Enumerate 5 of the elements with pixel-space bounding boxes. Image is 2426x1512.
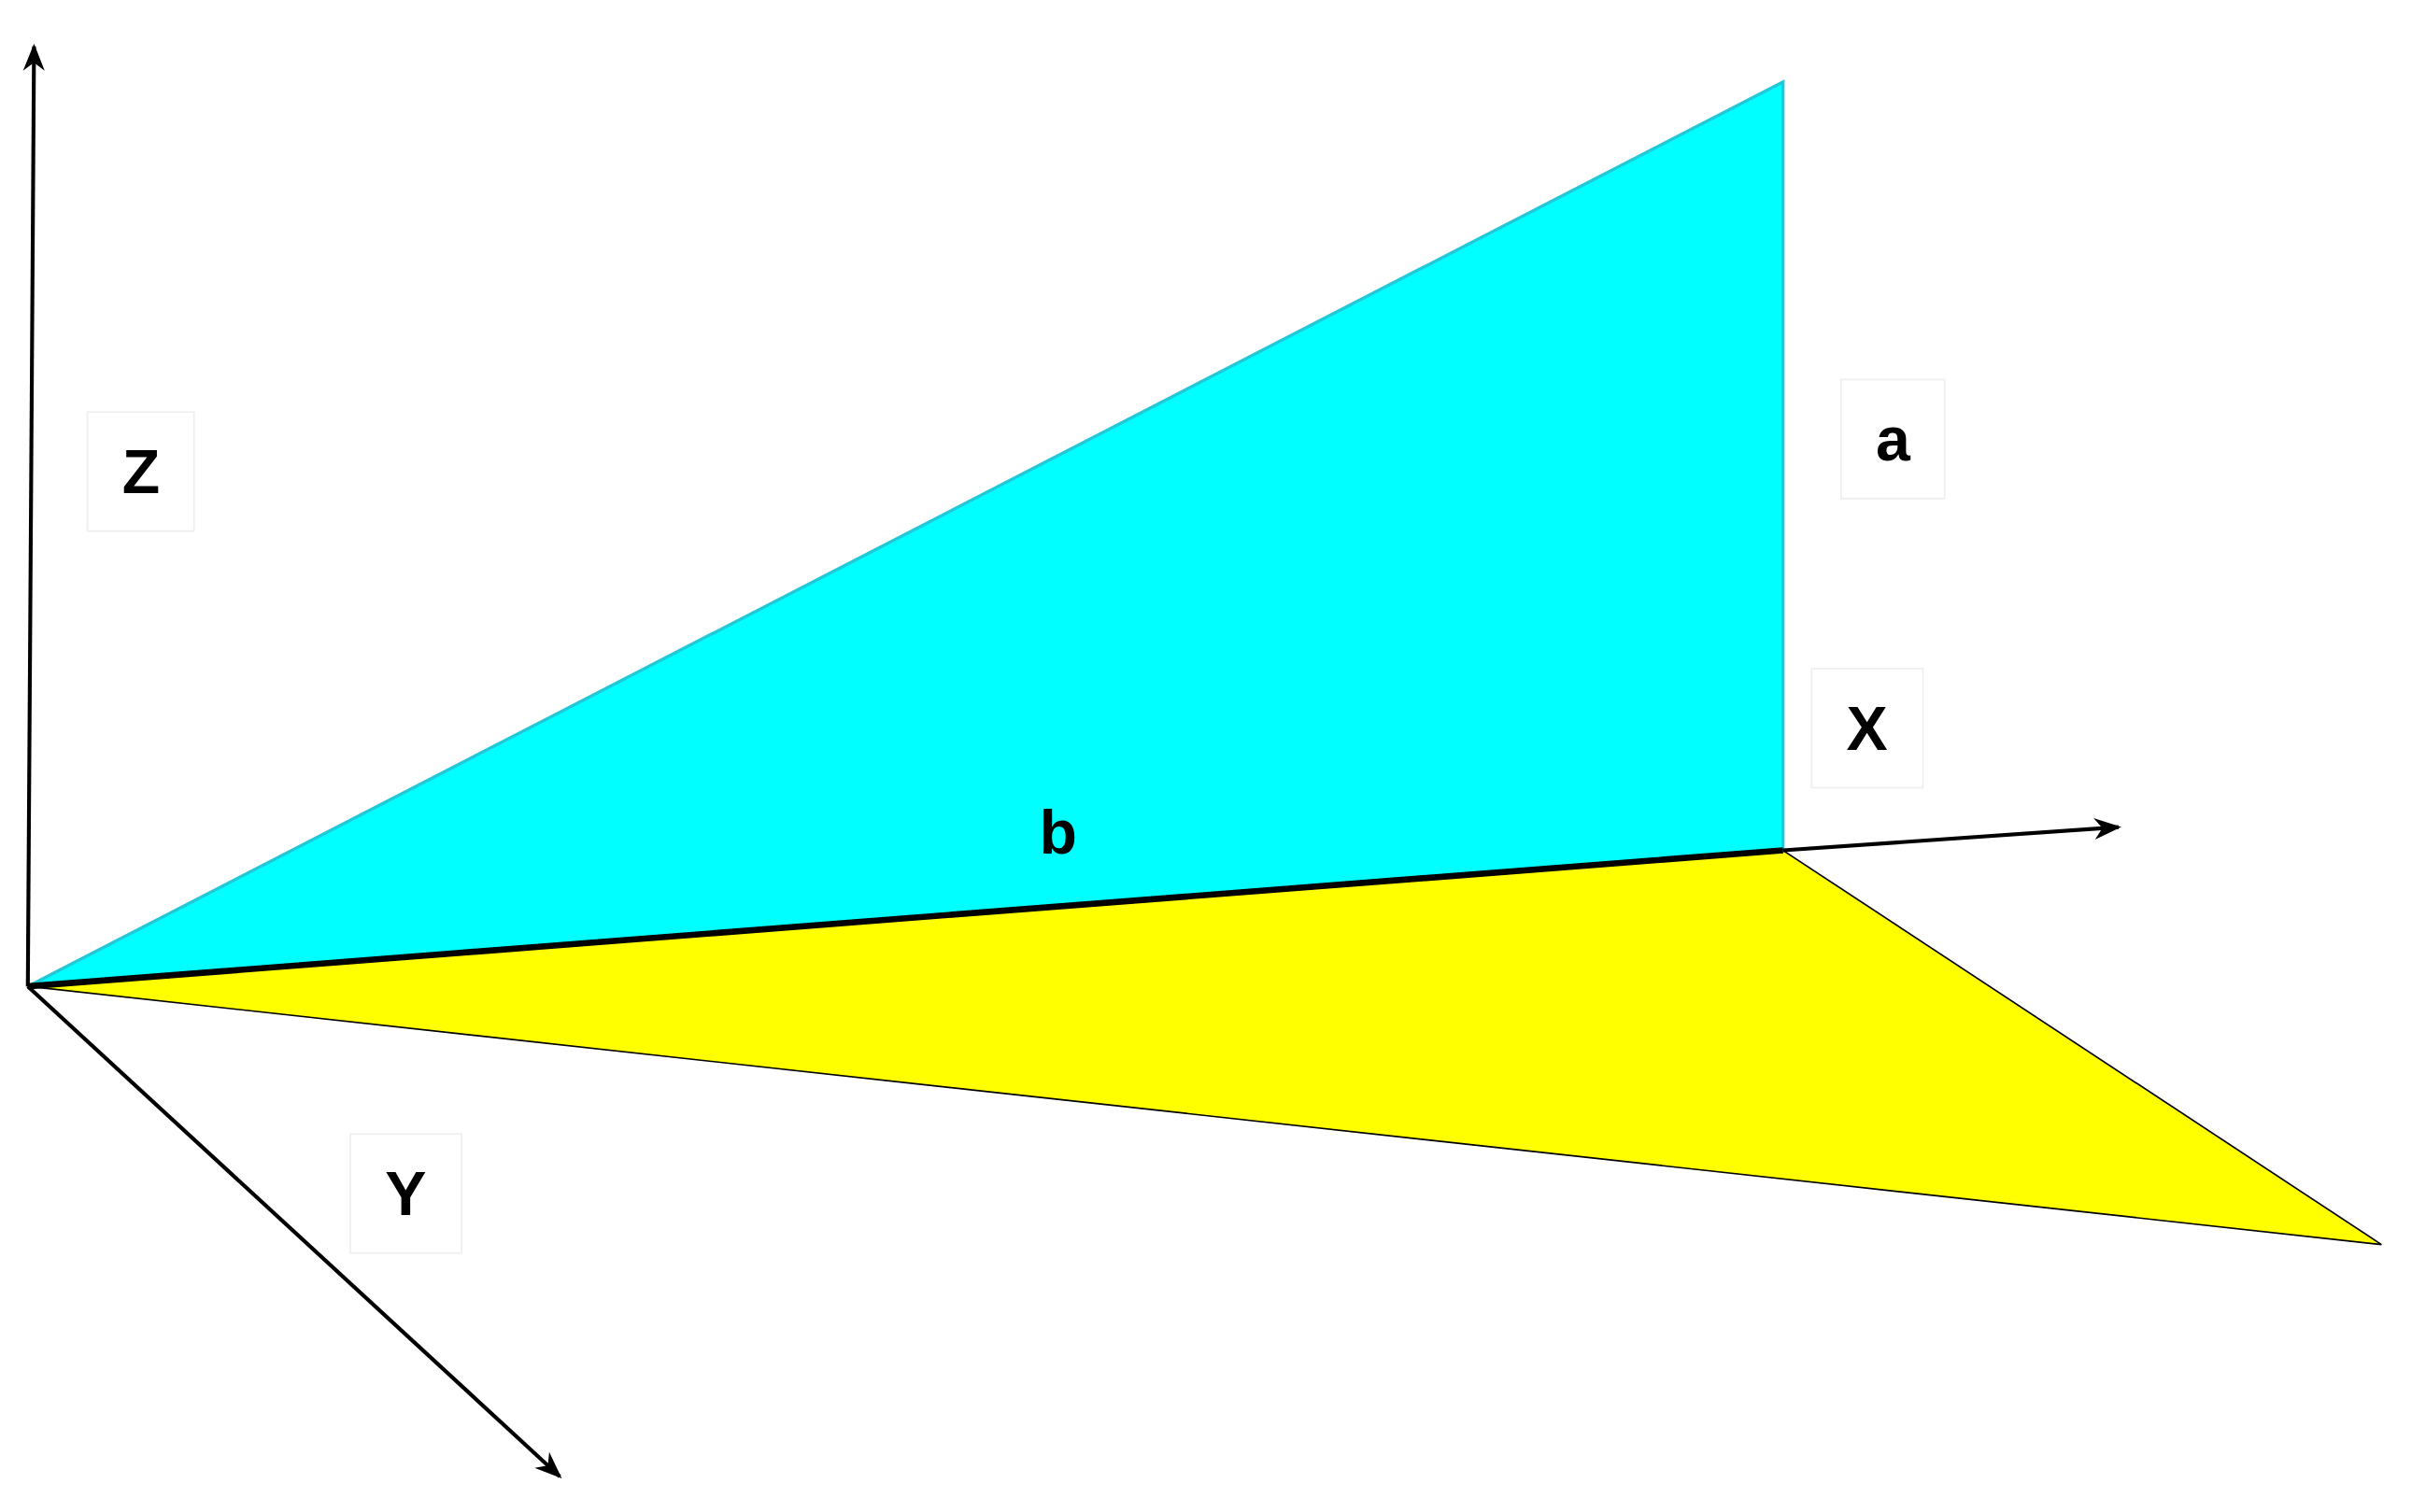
dimension-label: b: [1038, 797, 1078, 869]
axis-label: Y: [349, 1133, 462, 1254]
dimension-label: a: [1839, 378, 1946, 500]
axis-label: X: [1810, 668, 1923, 789]
axis-label: Z: [86, 411, 196, 532]
